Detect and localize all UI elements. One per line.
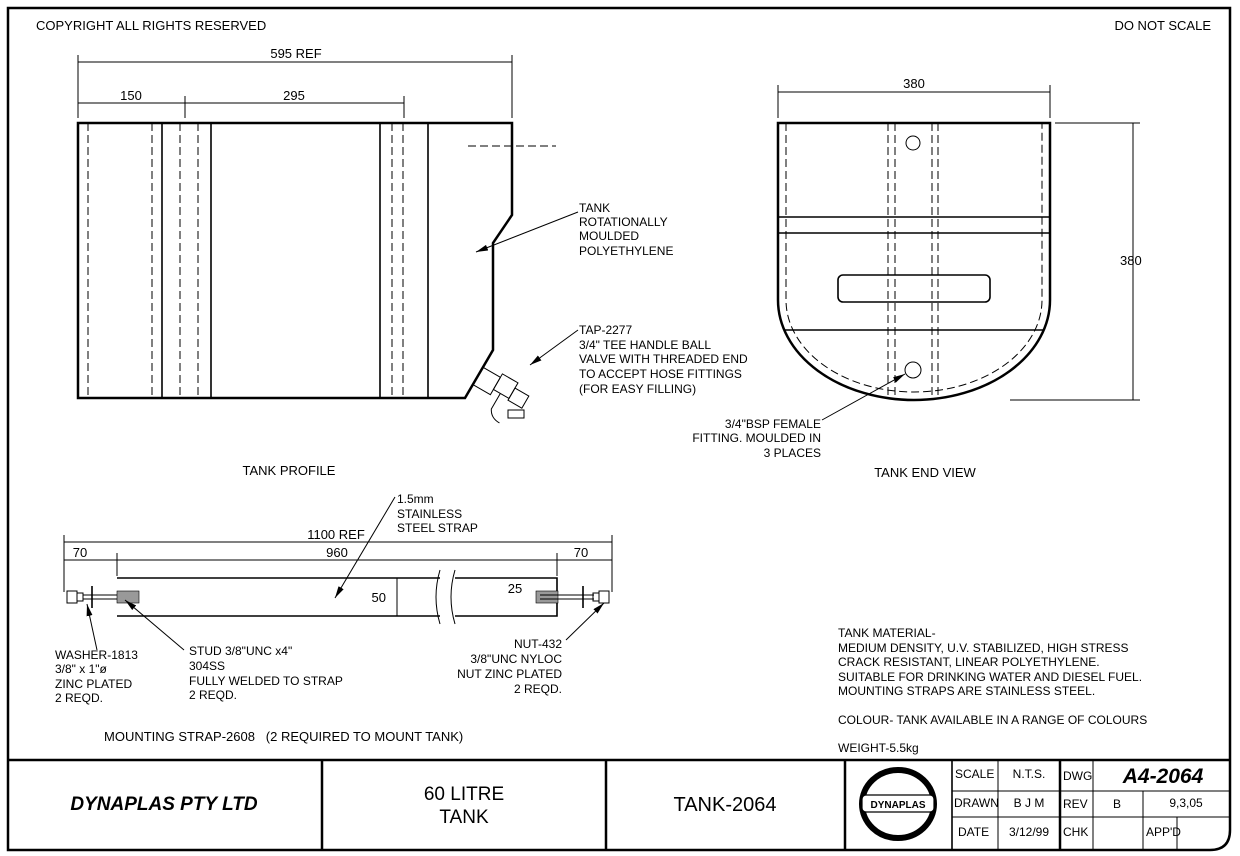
svg-text:CHK: CHK xyxy=(1063,825,1088,839)
svg-text:STEEL STRAP: STEEL STRAP xyxy=(397,521,478,535)
dynaplas-logo: DYNAPLAS xyxy=(859,767,937,841)
stud-callout: STUD 3/8"UNC x4" 304SS FULLY WELDED TO S… xyxy=(189,644,343,702)
material-notes: TANK MATERIAL- MEDIUM DENSITY, U.V. STAB… xyxy=(838,626,1147,755)
svg-text:3 PLACES: 3 PLACES xyxy=(764,446,821,460)
svg-text:ZINC PLATED: ZINC PLATED xyxy=(55,677,132,691)
svg-text:DATE: DATE xyxy=(958,825,989,839)
svg-text:B J M: B J M xyxy=(1014,796,1045,810)
drawing-number: A4-2064 xyxy=(1122,765,1204,788)
strap-dim-stud: 25 xyxy=(508,581,522,596)
mounting-strap-title: MOUNTING STRAP-2608 (2 REQUIRED TO MOUNT… xyxy=(104,729,463,744)
profile-dim-mid: 295 xyxy=(283,88,305,103)
svg-text:WEIGHT-5.5kg: WEIGHT-5.5kg xyxy=(838,741,919,755)
tank-end-view-title: TANK END VIEW xyxy=(874,465,976,480)
profile-dim-left: 150 xyxy=(120,88,142,103)
strap-dim-right: 70 xyxy=(574,545,588,560)
svg-text:FITTING. MOULDED IN: FITTING. MOULDED IN xyxy=(692,431,821,445)
tank-material-callout: TANK ROTATIONALLY MOULDED POLYETHYLENE xyxy=(579,201,673,258)
svg-text:POLYETHYLENE: POLYETHYLENE xyxy=(579,244,673,258)
svg-text:9,3,05: 9,3,05 xyxy=(1169,796,1203,810)
strap-dim-mid: 960 xyxy=(326,545,348,560)
strap-dim-overall: 1100 REF xyxy=(307,527,365,542)
svg-text:TO ACCEPT HOSE FITTINGS: TO ACCEPT HOSE FITTINGS xyxy=(579,367,742,381)
svg-text:TANK MATERIAL-: TANK MATERIAL- xyxy=(838,626,936,640)
svg-text:WASHER-1813: WASHER-1813 xyxy=(55,648,138,662)
svg-text:NUT ZINC PLATED: NUT ZINC PLATED xyxy=(457,667,562,681)
tap-callout: TAP-2277 3/4" TEE HANDLE BALL VALVE WITH… xyxy=(579,323,748,396)
svg-text:3/8"UNC NYLOC: 3/8"UNC NYLOC xyxy=(470,652,562,666)
svg-text:COLOUR- TANK AVAILABLE IN A RA: COLOUR- TANK AVAILABLE IN A RANGE OF COL… xyxy=(838,713,1147,727)
washer-callout: WASHER-1813 3/8" x 1"ø ZINC PLATED 2 REQ… xyxy=(55,648,138,705)
part-number: TANK-2064 xyxy=(673,794,776,816)
svg-text:3/4" TEE HANDLE BALL: 3/4" TEE HANDLE BALL xyxy=(579,338,711,352)
tank-profile-title: TANK PROFILE xyxy=(243,463,336,478)
svg-text:DWG: DWG xyxy=(1063,769,1092,783)
svg-text:2 REQD.: 2 REQD. xyxy=(55,691,103,705)
svg-text:STAINLESS: STAINLESS xyxy=(397,507,462,521)
end-view-dim-height: 380 xyxy=(1120,253,1142,268)
svg-text:MEDIUM DENSITY, U.V. STABILIZE: MEDIUM DENSITY, U.V. STABILIZED, HIGH ST… xyxy=(838,641,1129,655)
drawing-description-line1: 60 LITRE xyxy=(424,784,504,805)
svg-text:1.5mm: 1.5mm xyxy=(397,492,434,506)
end-view-dim-width: 380 xyxy=(903,76,925,91)
svg-text:MOULDED: MOULDED xyxy=(579,229,639,243)
svg-text:2 REQD.: 2 REQD. xyxy=(189,688,237,702)
profile-dim-overall: 595 REF xyxy=(270,46,321,61)
do-not-scale-text: DO NOT SCALE xyxy=(1114,18,1211,33)
mounting-strap-view xyxy=(63,496,613,651)
svg-text:B: B xyxy=(1113,797,1121,811)
strap-dim-height: 50 xyxy=(372,590,386,605)
tank-end-view xyxy=(776,85,1140,421)
svg-text:SCALE: SCALE xyxy=(955,767,994,781)
svg-text:3/4"BSP FEMALE: 3/4"BSP FEMALE xyxy=(725,417,821,431)
svg-text:3/12/99: 3/12/99 xyxy=(1009,825,1049,839)
strap-dim-left: 70 xyxy=(73,545,87,560)
svg-text:FULLY WELDED TO STRAP: FULLY WELDED TO STRAP xyxy=(189,674,343,688)
strap-callout: 1.5mm STAINLESS STEEL STRAP xyxy=(397,492,478,535)
nut-callout: NUT-432 3/8"UNC NYLOC NUT ZINC PLATED 2 … xyxy=(457,637,562,696)
svg-text:3/8" x 1"ø: 3/8" x 1"ø xyxy=(55,662,108,676)
company-name: DYNAPLAS PTY LTD xyxy=(70,794,257,815)
title-block-fields: SCALE N.T.S. DRAWN B J M DATE 3/12/99 DW… xyxy=(954,765,1204,839)
svg-text:(FOR EASY FILLING): (FOR EASY FILLING) xyxy=(579,382,696,396)
svg-text:NUT-432: NUT-432 xyxy=(514,637,562,651)
svg-text:ROTATIONALLY: ROTATIONALLY xyxy=(579,215,668,229)
svg-text:304SS: 304SS xyxy=(189,659,225,673)
drawing-description-line2: TANK xyxy=(439,807,489,828)
svg-text:APP'D: APP'D xyxy=(1146,825,1181,839)
svg-text:TANK: TANK xyxy=(579,201,610,215)
svg-text:MOUNTING STRAPS ARE STAINLESS: MOUNTING STRAPS ARE STAINLESS STEEL. xyxy=(838,684,1095,698)
drawing-border xyxy=(6,6,1232,852)
svg-text:DRAWN: DRAWN xyxy=(954,796,999,810)
title-block-grid xyxy=(320,760,1230,850)
svg-text:VALVE WITH THREADED END: VALVE WITH THREADED END xyxy=(579,352,748,366)
svg-text:2 REQD.: 2 REQD. xyxy=(514,682,562,696)
svg-text:SUITABLE FOR DRINKING WATER AN: SUITABLE FOR DRINKING WATER AND DIESEL F… xyxy=(838,670,1142,684)
svg-text:TAP-2277: TAP-2277 xyxy=(579,323,632,337)
svg-text:N.T.S.: N.T.S. xyxy=(1013,767,1046,781)
copyright-text: COPYRIGHT ALL RIGHTS RESERVED xyxy=(36,18,266,33)
svg-text:DYNAPLAS: DYNAPLAS xyxy=(870,800,925,811)
svg-text:STUD 3/8"UNC x4": STUD 3/8"UNC x4" xyxy=(189,644,292,658)
tank-profile-view xyxy=(76,55,579,424)
svg-text:REV: REV xyxy=(1063,797,1088,811)
fitting-callout: 3/4"BSP FEMALE FITTING. MOULDED IN 3 PLA… xyxy=(692,417,821,460)
svg-text:CRACK RESISTANT, LINEAR POLYET: CRACK RESISTANT, LINEAR POLYETHYLENE. xyxy=(838,655,1100,669)
